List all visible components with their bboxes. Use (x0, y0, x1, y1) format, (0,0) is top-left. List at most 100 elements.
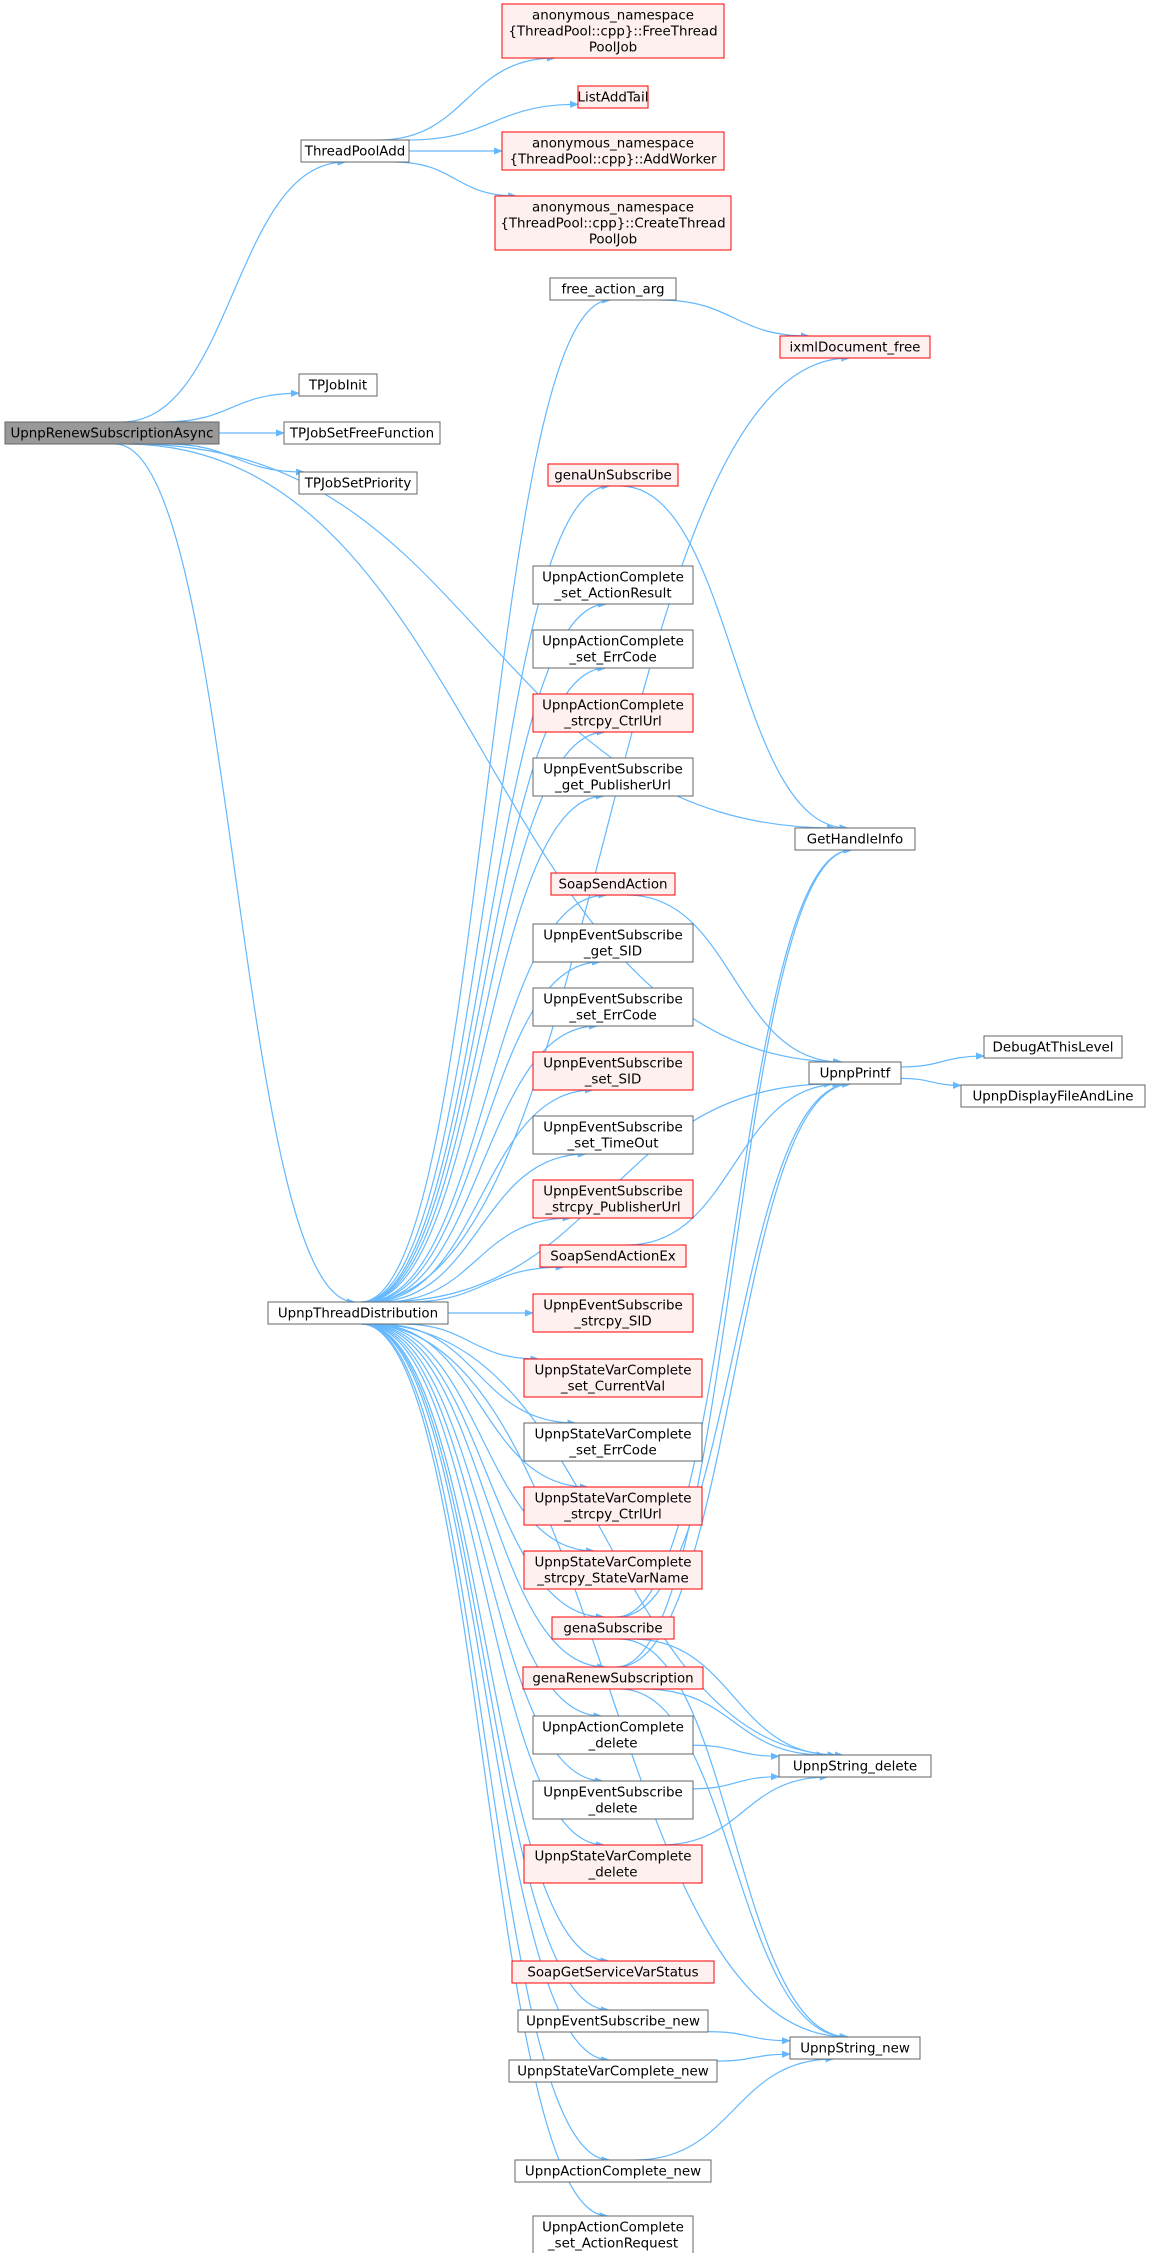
node-label: _get_SID (583, 944, 642, 959)
node-addworker[interactable]: anonymous_namespace{ThreadPool::cpp}::Ad… (501, 131, 725, 171)
node-label: DebugAtThisLevel (993, 1040, 1114, 1055)
node-label: genaSubscribe (563, 1621, 662, 1636)
node-ac-new[interactable]: UpnpActionComplete_new (514, 2159, 712, 2183)
edge-genarenew-to-strnew (620, 1688, 849, 2041)
node-es-settimeout[interactable]: UpnpEventSubscribe_set_TimeOut (532, 1115, 694, 1155)
edge-es-new-to-strnew (707, 2031, 791, 2045)
node-displayfile[interactable]: UpnpDisplayFileAndLine (960, 1084, 1146, 1108)
node-debuglevel[interactable]: DebugAtThisLevel (983, 1035, 1123, 1059)
edge-threaddist-to-ac-delete (364, 1323, 603, 1720)
node-ixmlfree[interactable]: ixmlDocument_free (779, 335, 931, 359)
node-box (532, 1293, 694, 1333)
node-tpjobinit[interactable]: TPJobInit (298, 373, 378, 397)
node-label: SoapSendActionEx (550, 1249, 676, 1264)
node-label: _set_SID (584, 1072, 642, 1087)
node-label: anonymous_namespace (532, 8, 694, 23)
node-threaddist[interactable]: UpnpThreadDistribution (267, 1301, 449, 1325)
node-label: TPJobSetPriority (304, 476, 412, 491)
node-box (549, 277, 677, 301)
node-ac-ctrlurl[interactable]: UpnpActionComplete_strcpy_CtrlUrl (532, 693, 694, 733)
edge-threaddist-to-freeaction (360, 296, 612, 1303)
edge-tpadd-to-freejob (378, 54, 556, 141)
node-box (789, 2036, 921, 2060)
node-box (298, 373, 378, 397)
node-tpjobfree[interactable]: TPJobSetFreeFunction (283, 421, 441, 445)
edge-freeaction-to-ixmlfree (658, 299, 811, 340)
node-genaunsub[interactable]: genaUnSubscribe (547, 463, 679, 487)
node-strnew[interactable]: UpnpString_new (789, 2036, 921, 2060)
node-label: genaRenewSubscription (532, 1671, 693, 1686)
node-strdelete[interactable]: UpnpString_delete (778, 1754, 932, 1778)
node-box (523, 1486, 703, 1526)
node-es-setsid[interactable]: UpnpEventSubscribe_set_SID (532, 1051, 694, 1091)
node-label: UpnpRenewSubscriptionAsync (10, 426, 213, 441)
edge-threaddist-to-es-getpub (363, 792, 605, 1303)
edge-threaddist-to-soapsendex (407, 1263, 565, 1303)
node-svc-new[interactable]: UpnpStateVarComplete_new (508, 2059, 718, 2083)
node-gethandle[interactable]: GetHandleInfo (794, 827, 916, 851)
node-upnpprintf[interactable]: UpnpPrintf (808, 1061, 902, 1085)
node-box (514, 2159, 712, 2183)
node-es-getsid[interactable]: UpnpEventSubscribe_get_SID (532, 923, 694, 963)
node-label: GetHandleInfo (807, 832, 903, 847)
node-tpjobprio[interactable]: TPJobSetPriority (298, 471, 418, 495)
node-label: UpnpEventSubscribe (543, 992, 682, 1007)
node-label: UpnpEventSubscribe (543, 762, 682, 777)
node-label: UpnpDisplayFileAndLine (972, 1089, 1133, 1104)
node-label: _delete (588, 1736, 638, 1751)
node-es-getpub[interactable]: UpnpEventSubscribe_get_PublisherUrl (532, 757, 694, 797)
node-createjob[interactable]: anonymous_namespace{ThreadPool::cpp}::Cr… (494, 195, 732, 251)
edge-threaddist-to-es-setsid (369, 1086, 594, 1303)
edge-upnpprintf-to-displayfile (900, 1077, 962, 1089)
node-svc-ctrlurl[interactable]: UpnpStateVarComplete_strcpy_CtrlUrl (523, 1486, 703, 1526)
node-box (4, 421, 220, 445)
node-box (532, 757, 694, 797)
node-es-strpub[interactable]: UpnpEventSubscribe_strcpy_PublisherUrl (532, 1179, 694, 1219)
node-ac-delete[interactable]: UpnpActionComplete_delete (532, 1715, 694, 1755)
node-box (794, 827, 916, 851)
edge-upnpprintf-to-debuglevel (900, 1052, 985, 1068)
node-tpadd[interactable]: ThreadPoolAdd (300, 139, 410, 163)
node-box (501, 3, 725, 59)
edge-threaddist-to-genarenew (365, 1323, 607, 1671)
edge-threaddist-to-es-settimeout (373, 1150, 587, 1303)
node-freeaction[interactable]: free_action_arg (549, 277, 677, 301)
node-listadd[interactable]: ListAddTail (577, 85, 649, 109)
node-box (494, 195, 732, 251)
node-ac-setreq[interactable]: UpnpActionComplete_set_ActionRequest (532, 2215, 694, 2253)
node-genarenew[interactable]: genaRenewSubscription (522, 1666, 704, 1690)
node-box (532, 1780, 694, 1820)
node-ac-setres[interactable]: UpnpActionComplete_set_ActionResult (532, 565, 694, 605)
node-label: anonymous_namespace (532, 136, 694, 151)
node-es-seterr[interactable]: UpnpEventSubscribe_set_ErrCode (532, 987, 694, 1027)
edge-threaddist-to-soapgetvar (362, 1323, 610, 1965)
node-es-strsid[interactable]: UpnpEventSubscribe_strcpy_SID (532, 1293, 694, 1333)
node-label: TPJobInit (308, 378, 367, 393)
node-label: UpnpStateVarComplete (534, 1427, 691, 1442)
node-svc-varname[interactable]: UpnpStateVarComplete_strcpy_StateVarName (523, 1550, 703, 1590)
node-label: ThreadPoolAdd (304, 144, 405, 159)
node-svc-seterr[interactable]: UpnpStateVarComplete_set_ErrCode (523, 1422, 703, 1462)
node-box (808, 1061, 902, 1085)
node-label: UpnpStateVarComplete_new (517, 2064, 709, 2079)
node-soapsend[interactable]: SoapSendAction (550, 872, 676, 896)
node-svc-delete[interactable]: UpnpStateVarComplete_delete (523, 1844, 703, 1884)
node-label: UpnpEventSubscribe (543, 928, 682, 943)
node-svc-setcur[interactable]: UpnpStateVarComplete_set_CurrentVal (523, 1358, 703, 1398)
node-soapsendex[interactable]: SoapSendActionEx (539, 1244, 687, 1268)
node-label: UpnpStateVarComplete (534, 1491, 691, 1506)
node-label: _strcpy_PublisherUrl (544, 1200, 680, 1215)
node-genasub[interactable]: genaSubscribe (551, 1616, 675, 1640)
node-label: _set_ErrCode (568, 1008, 656, 1023)
node-ac-seterr[interactable]: UpnpActionComplete_set_ErrCode (532, 629, 694, 669)
node-box (532, 987, 694, 1027)
node-es-new[interactable]: UpnpEventSubscribe_new (517, 2009, 709, 2033)
edge-tpadd-to-listadd (407, 100, 579, 141)
node-label: UpnpEventSubscribe_new (526, 2014, 700, 2029)
edge-ac-new-to-strnew (634, 2055, 835, 2161)
node-soapgetvar[interactable]: SoapGetServiceVarStatus (511, 1960, 715, 1984)
node-box (532, 1179, 694, 1219)
node-freejob[interactable]: anonymous_namespace{ThreadPool::cpp}::Fr… (501, 3, 725, 59)
node-es-delete[interactable]: UpnpEventSubscribe_delete (532, 1780, 694, 1820)
node-label: TPJobSetFreeFunction (289, 426, 434, 441)
